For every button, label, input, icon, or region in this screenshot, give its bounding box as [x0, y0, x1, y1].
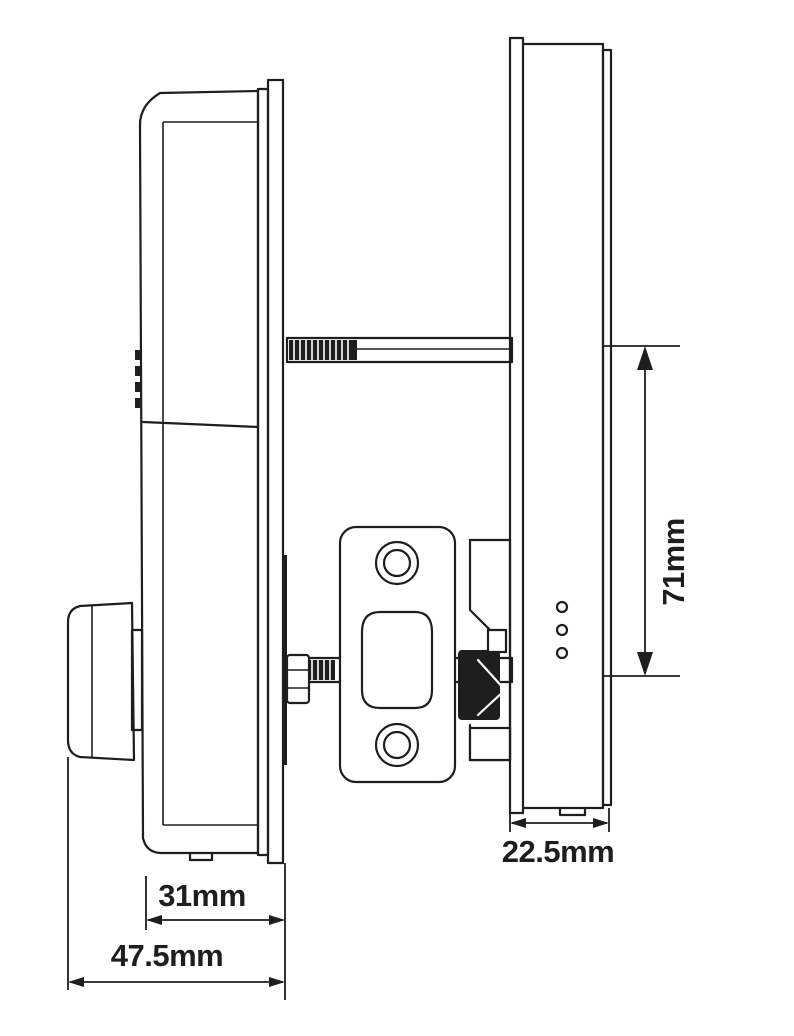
spindle-nut — [285, 653, 311, 705]
indicator-dot — [555, 600, 569, 614]
interior-body — [521, 42, 605, 810]
dimension-22-5mm: 22.5mm — [502, 808, 615, 869]
latch-screw-bottom — [374, 722, 420, 768]
exterior-back-plate — [256, 87, 270, 857]
exterior-gasket — [266, 78, 285, 865]
latch-assembly — [338, 525, 512, 784]
latch-face-plate — [338, 525, 457, 784]
interior-mount-plate — [508, 36, 525, 815]
dimension-31mm: 31mm — [145, 863, 286, 1000]
dimension-label-71mm: 71mm — [656, 518, 691, 606]
upper-bolt — [285, 336, 514, 364]
exterior-body — [138, 89, 260, 855]
indicator-dot — [555, 623, 569, 637]
latch-bolt-opening — [360, 610, 434, 710]
latch-mechanism — [458, 650, 500, 720]
latch-screw-top — [374, 540, 420, 586]
knob — [66, 601, 144, 762]
dimension-label-22-5mm: 22.5mm — [502, 834, 614, 869]
exterior-assembly — [135, 78, 287, 865]
indicator-dot — [555, 646, 569, 660]
dimension-label-47-5mm: 47.5mm — [111, 938, 223, 973]
dimension-47-5mm: 47.5mm — [67, 757, 285, 990]
dimension-71mm: 71mm — [603, 345, 691, 677]
knob-cap — [66, 601, 136, 762]
dimension-label-31mm: 31mm — [158, 878, 246, 913]
interior-assembly — [508, 36, 613, 817]
